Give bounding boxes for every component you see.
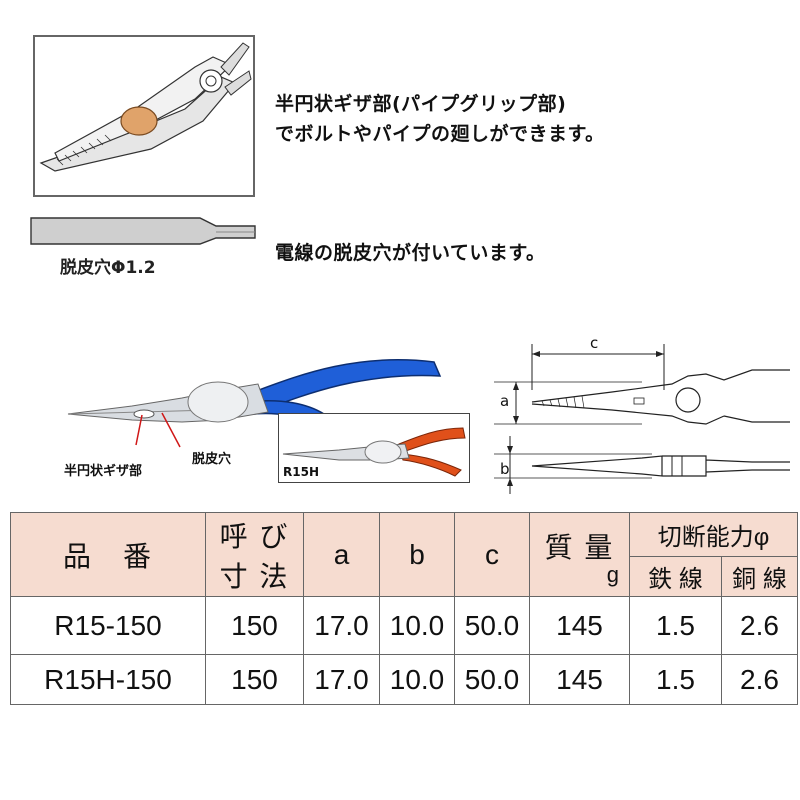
strip-hole-label: 脱皮穴Φ1.2 <box>60 258 156 278</box>
product-photo-r15h <box>282 427 466 477</box>
cell-copper: 2.6 <box>721 654 798 705</box>
cell-c: 50.0 <box>454 596 530 655</box>
cell-mass: 145 <box>529 654 630 705</box>
header-iron-wire: 鉄 線 <box>629 556 722 597</box>
table-row: R15-150 150 17.0 10.0 50.0 145 1.5 2.6 <box>10 596 798 655</box>
header-b: b <box>379 512 455 597</box>
header-cutting-capacity: 切断能力φ <box>629 512 798 557</box>
dimension-label-b: b <box>500 460 510 478</box>
header-a: a <box>303 512 380 597</box>
dimension-label-a: a <box>500 392 510 410</box>
cell-b: 10.0 <box>379 596 455 655</box>
strip-hole-bar <box>30 217 256 245</box>
spec-table: 品 番 呼 び 寸 法 a b c 質 量 g 切断能力φ 鉄 線 銅 線 R1… <box>10 512 798 705</box>
blue-handle-upper <box>246 359 442 413</box>
header-nominal-size: 呼 び 寸 法 <box>205 512 304 597</box>
cell-a: 17.0 <box>303 596 380 655</box>
cell-mass: 145 <box>529 596 630 655</box>
callout-strip-label: 脱皮穴 <box>192 452 232 467</box>
header-part-no: 品 番 <box>10 512 206 597</box>
strip-hole-description: 電線の脱皮穴が付いています。 <box>275 242 546 264</box>
header-mass: 質 量 g <box>529 512 630 597</box>
r15h-variant-inset <box>278 413 470 483</box>
table-header-row: 品 番 呼 び 寸 法 a b c 質 量 g 切断能力φ <box>10 512 798 597</box>
serrated-description-line1: 半円状ギザ部(パイプグリップ部) <box>275 93 567 115</box>
callout-serrated-label: 半円状ギザ部 <box>64 464 143 479</box>
cell-iron: 1.5 <box>629 654 722 705</box>
cell-iron: 1.5 <box>629 596 722 655</box>
cell-part-no: R15H-150 <box>10 654 206 705</box>
orange-handle-lower <box>400 453 462 477</box>
cell-part-no: R15-150 <box>10 596 206 655</box>
header-c: c <box>454 512 530 597</box>
header-copper-wire: 銅 線 <box>721 556 798 597</box>
pliers-jaw-drawing <box>39 42 252 172</box>
orange-handle-upper <box>398 427 466 453</box>
cell-a: 17.0 <box>303 654 380 705</box>
r15h-label: R15H <box>283 465 319 479</box>
callout-lines <box>135 412 181 448</box>
table-row: R15H-150 150 17.0 10.0 50.0 145 1.5 2.6 <box>10 654 798 705</box>
cell-c: 50.0 <box>454 654 530 705</box>
cell-nominal: 150 <box>205 596 304 655</box>
serrated-description-line2: でボルトやパイプの廻しができます。 <box>275 123 605 145</box>
dimension-label-c: c <box>590 334 599 352</box>
jaw-detail-illustration <box>33 35 255 197</box>
dimension-diagram <box>494 344 790 494</box>
cell-nominal: 150 <box>205 654 304 705</box>
cell-b: 10.0 <box>379 654 455 705</box>
cell-copper: 2.6 <box>721 596 798 655</box>
